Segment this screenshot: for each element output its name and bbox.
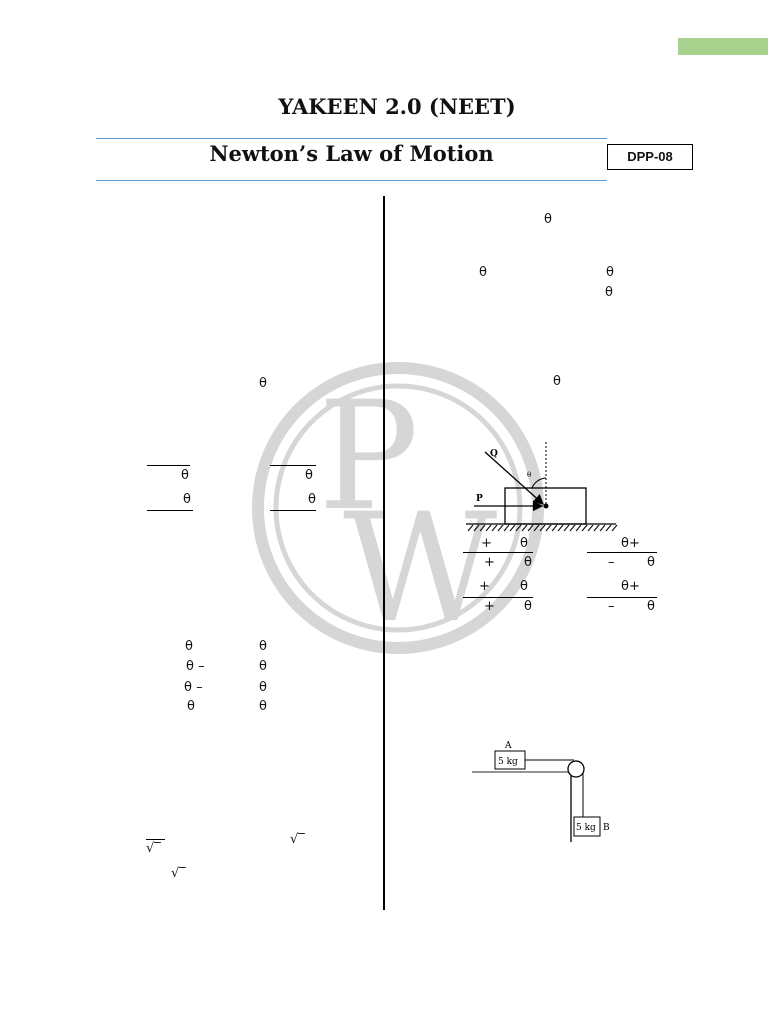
angle-label: θ — [527, 471, 531, 479]
right-top-theta: θ — [544, 212, 552, 227]
block-b — [573, 816, 601, 837]
option-c-theta: θ — [183, 492, 191, 507]
opt1-fraction-bar-right — [587, 552, 657, 553]
dpp-badge: DPP-08 — [607, 144, 693, 170]
option-b-fraction-bar — [270, 465, 316, 466]
watermark-letter-p: P — [318, 370, 419, 544]
root-option-bar — [146, 839, 165, 840]
opt1-fraction-bar-left — [463, 552, 533, 553]
block-a-mass: 5 kg — [498, 757, 518, 767]
opt1-theta: θ — [520, 536, 528, 551]
opt3-plus: + — [479, 579, 490, 594]
trig-row-2-left: θ – — [186, 659, 205, 674]
opt2-plus: + — [484, 555, 495, 570]
block-a — [494, 750, 526, 770]
header-rule-bottom — [96, 180, 607, 181]
trig-row-3-left: θ – — [184, 680, 203, 695]
trig-row-4-left: θ — [187, 699, 195, 714]
contact-point — [543, 503, 549, 509]
block-b-mass: 5 kg — [576, 823, 596, 833]
opt2-den-theta: θ — [647, 555, 655, 570]
right-row2-right-theta: θ — [606, 265, 614, 280]
watermark-letter-w: W — [343, 482, 497, 656]
left-question-theta: θ — [259, 376, 267, 391]
right-row3-theta: θ — [605, 285, 613, 300]
header-rule-top — [96, 138, 607, 139]
trig-row-1-right: θ — [259, 639, 267, 654]
opt4-den-minus: – — [608, 599, 615, 614]
opt4-den-theta: θ — [647, 599, 655, 614]
ground-hatching — [467, 524, 618, 532]
opt3-theta: θ — [520, 579, 528, 594]
trig-row-2-right: θ — [259, 659, 267, 674]
chapter-title: Newton’s Law of Motion — [209, 141, 494, 166]
force-q-arrow — [484, 451, 544, 505]
trig-row-3-right: θ — [259, 680, 267, 695]
corner-tab — [678, 38, 768, 55]
trig-row-1-left: θ — [185, 639, 193, 654]
page-title: YAKEEN 2.0 (NEET) — [278, 94, 516, 119]
opt3-fraction-bar-right — [587, 597, 657, 598]
root-mark-1: √‾ — [146, 841, 161, 856]
force-p-label: P — [476, 494, 483, 504]
watermark-ring-inner — [273, 383, 523, 633]
angle-arc — [531, 477, 547, 489]
option-d-fraction-bar — [270, 510, 316, 511]
force-q-label: Q — [490, 449, 498, 459]
opt1-plus: + — [481, 536, 492, 551]
trig-row-4-right: θ — [259, 699, 267, 714]
opt3-fraction-bar-left — [463, 597, 533, 598]
force-diagram: Q P θ — [466, 442, 618, 532]
opt4-plus: + — [484, 599, 495, 614]
option-a-fraction-bar — [147, 465, 190, 466]
option-b-theta: θ — [305, 468, 313, 483]
opt4-theta: θ — [524, 599, 532, 614]
root-mark-3: √‾ — [171, 866, 186, 881]
option-c-fraction-bar — [147, 510, 193, 511]
pulley-diagram: A 5 kg 5 kg B — [472, 741, 610, 842]
column-divider — [383, 196, 385, 910]
right-question-theta: θ — [553, 374, 561, 389]
option-a-theta: θ — [181, 468, 189, 483]
block-b-label: B — [603, 823, 610, 833]
opt2-den-minus: – — [608, 555, 615, 570]
opt3-den-theta: θ+ — [621, 579, 640, 594]
pulley-wheel — [567, 760, 585, 778]
option-d-theta: θ — [308, 492, 316, 507]
root-mark-2: √‾ — [290, 832, 305, 847]
opt2-theta: θ — [524, 555, 532, 570]
pw-watermark-logo: P W — [252, 362, 544, 656]
opt1-den-theta: θ+ — [621, 536, 640, 551]
block-a-label: A — [504, 741, 512, 751]
right-row2-left-theta: θ — [479, 265, 487, 280]
